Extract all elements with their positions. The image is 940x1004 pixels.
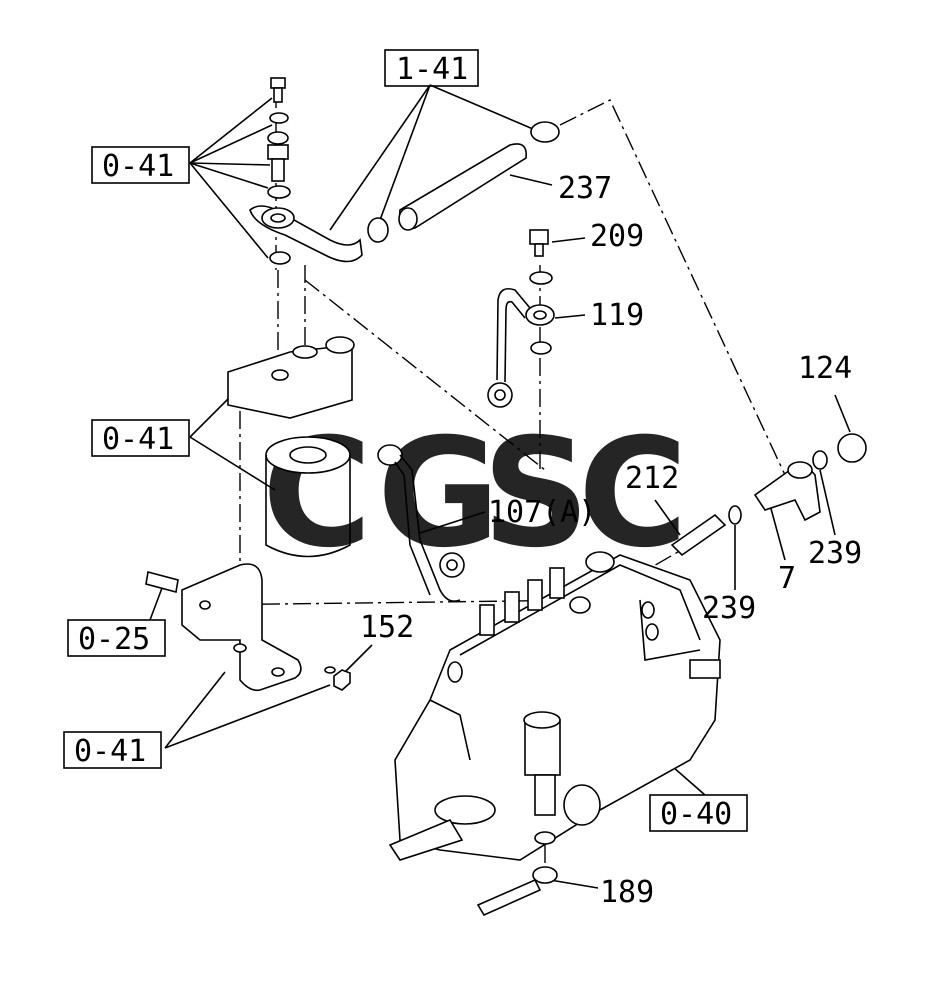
hose-237 <box>367 121 560 243</box>
eye-bolt-set <box>267 77 291 199</box>
cap-124 <box>837 433 867 463</box>
part-label-212: 212 <box>625 461 679 496</box>
part-labels: 237 209 119 124 107(A) 212 239 7 239 152… <box>360 171 862 910</box>
part-label-189: 189 <box>600 875 654 910</box>
ref-box-0-41-bottom: 0-41 <box>74 734 146 769</box>
ref-box-0-40: 0-40 <box>660 797 732 832</box>
part-label-152: 152 <box>360 610 414 645</box>
part-label-209: 209 <box>590 219 644 254</box>
ref-box-1-41: 1-41 <box>396 52 468 87</box>
ref-box-0-41-middle: 0-41 <box>102 422 174 457</box>
ref-box-0-41-top: 0-41 <box>102 149 174 184</box>
part-label-239-lower: 239 <box>702 591 756 626</box>
watermark-letter-c1: C <box>262 407 372 581</box>
watermark-letter-g: G <box>377 407 500 581</box>
elbow-7 <box>753 450 828 522</box>
filter-head <box>227 336 355 419</box>
banjo-pipe <box>249 205 363 265</box>
leader-lines <box>149 84 851 889</box>
nut-152 <box>324 666 351 691</box>
fuel-line-119 <box>487 229 555 408</box>
part-label-107a: 107(A) <box>488 495 596 530</box>
part-label-124: 124 <box>798 351 852 386</box>
stud <box>145 571 179 593</box>
connector-212 <box>670 505 742 557</box>
reference-boxes: 1-41 0-41 0-41 0-25 0-41 0-40 <box>63 49 748 832</box>
parts <box>145 77 867 917</box>
part-label-119: 119 <box>590 298 644 333</box>
part-label-7: 7 <box>778 561 796 596</box>
banjo-bolt-189 <box>476 866 558 917</box>
bracket <box>181 563 302 692</box>
filter-element <box>265 436 351 558</box>
ref-box-0-25: 0-25 <box>78 622 150 657</box>
part-label-239-right: 239 <box>808 536 862 571</box>
part-label-237: 237 <box>558 171 612 206</box>
fuel-pipe-107a <box>377 444 465 603</box>
injection-pump <box>388 551 721 861</box>
watermark-letter-s: S <box>482 407 590 581</box>
